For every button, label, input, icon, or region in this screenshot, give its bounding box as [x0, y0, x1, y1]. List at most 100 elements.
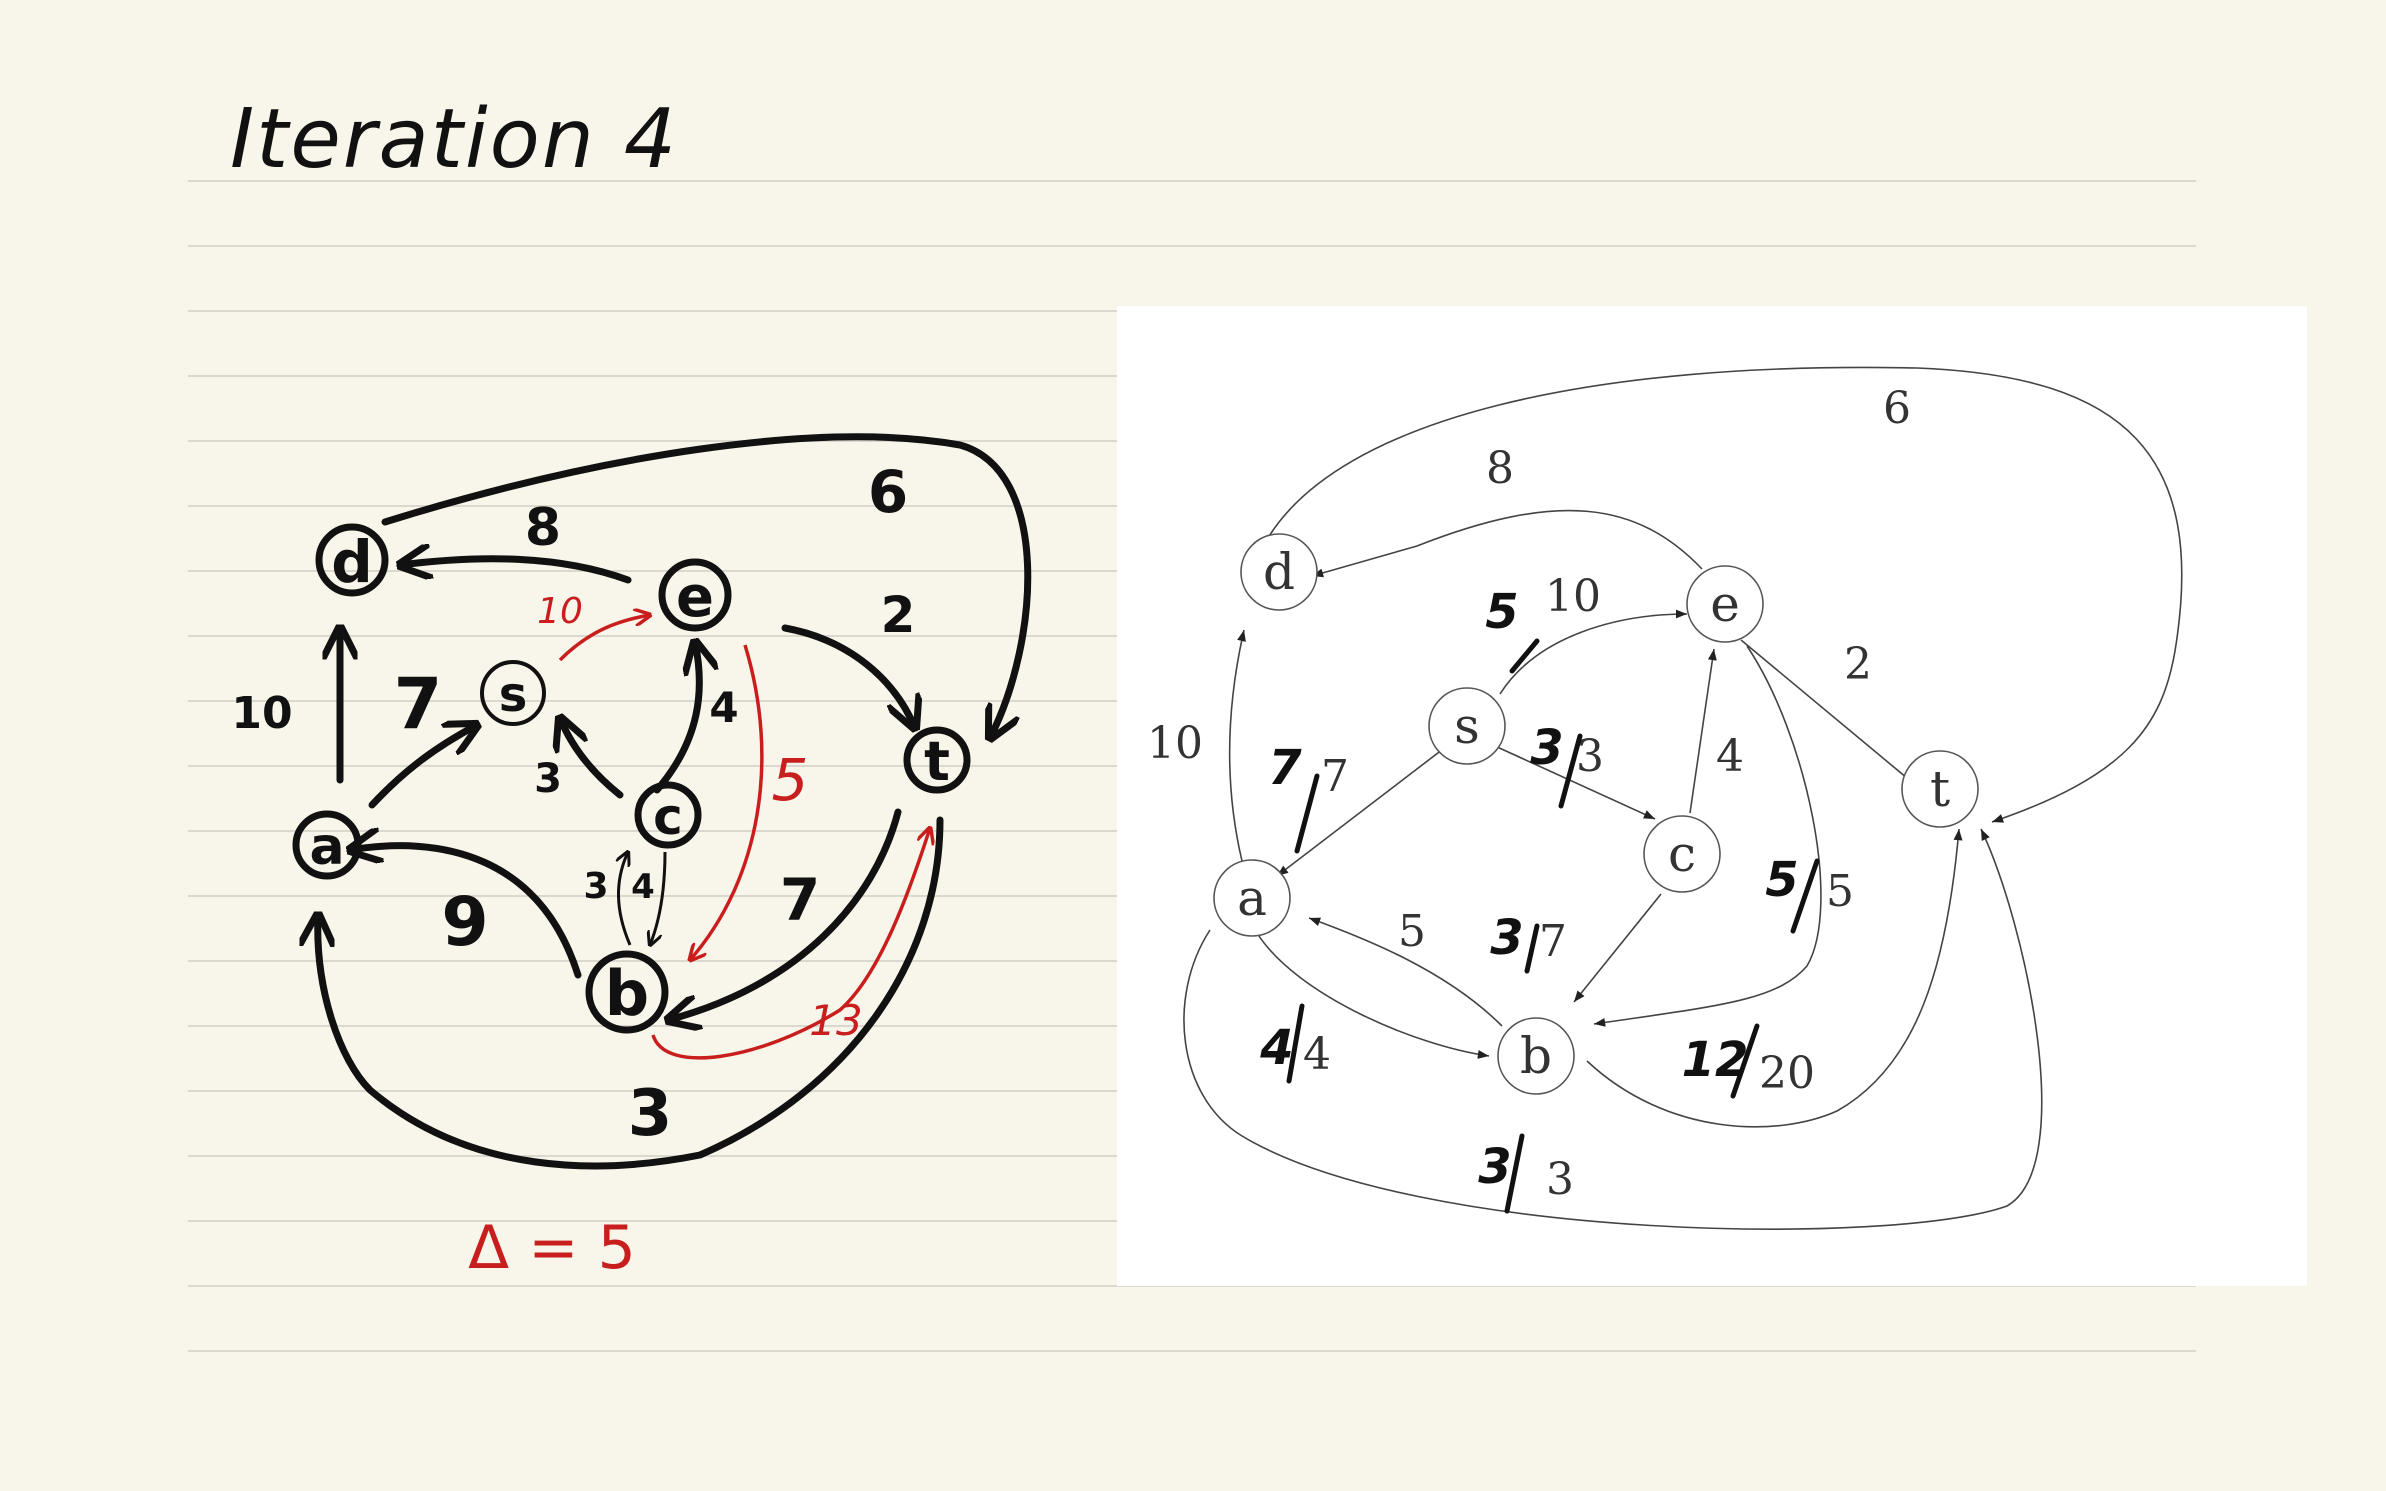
node-t: [1901, 750, 1979, 828]
cap-a-t: 3: [1546, 1154, 1574, 1205]
node-e-label: e: [1710, 575, 1740, 633]
slash-c-b: [1524, 923, 1540, 974]
sketch-edge-b-t: [651, 828, 930, 1060]
sketch-label-b-t: 13: [809, 996, 862, 1045]
sketch-label-e-d: 8: [525, 498, 561, 558]
edge-b-t: [1586, 828, 1963, 1128]
flow-a-t: 3: [1478, 1139, 1511, 1195]
slash-b-t: [1730, 1023, 1760, 1099]
cap-e-d: 8: [1486, 443, 1514, 494]
sketch-edge-c-s: [560, 718, 624, 799]
sketch-node-b-label: b: [605, 957, 649, 1030]
ruled-line: [188, 1285, 2196, 1287]
sketch-node-d: [315, 523, 389, 597]
slash-s-e: [1509, 638, 1540, 674]
edge-c-e: [1689, 648, 1717, 814]
sketch-edge-e-t: [781, 624, 915, 728]
sketch-edge-t-b: [668, 808, 902, 1020]
cap-b-t: 20: [1759, 1048, 1815, 1099]
sketch-edge-a-s: [368, 725, 477, 809]
ruled-line: [188, 245, 2196, 247]
page-title: Iteration 4: [230, 92, 679, 187]
edge-a-t: [1183, 828, 2043, 1230]
cap-c-b: 7: [1539, 916, 1567, 967]
node-b-label: b: [1520, 1027, 1552, 1085]
flow-network-panel: d e s t c a b 6 8 10 2 10 7 3 4 5 5 7 4 …: [1117, 306, 2307, 1286]
node-c: [1643, 815, 1721, 893]
flow-network-graph: d e s t c a b 6 8 10 2 10 7 3 4 5 5 7 4 …: [1147, 366, 2183, 1230]
sketch-node-t-label: t: [924, 730, 950, 793]
slash-a-b: [1286, 1003, 1305, 1084]
node-a: [1213, 859, 1291, 937]
sketch-label-b-c: 3: [583, 866, 608, 907]
sketch-label-c-b: 4: [631, 867, 655, 907]
sketch-label-b-a: 9: [441, 883, 488, 962]
sketch-edge-s-e: [558, 615, 650, 662]
sketch-node-c: [634, 781, 702, 849]
sketch-label-a-d: 10: [231, 688, 292, 739]
sketch-label-a-s: 7: [394, 663, 443, 745]
flow-e-b: 5: [1765, 852, 1798, 908]
edge-e-t: [1740, 639, 1920, 789]
cap-c-e: 4: [1716, 731, 1744, 782]
sketch-node-a: [292, 810, 362, 880]
sketch-node-e: [658, 558, 732, 632]
cap-e-b: 5: [1826, 866, 1854, 917]
cap-d-t: 6: [1883, 383, 1911, 434]
sketch-edge-b-c: [618, 852, 632, 946]
ruled-line: [188, 180, 2196, 182]
cap-a-b: 4: [1303, 1029, 1331, 1080]
sketch-edge-t-a: [318, 816, 944, 1170]
sketch-node-s-label: s: [499, 667, 528, 723]
flow-b-t: 12: [1682, 1032, 1749, 1088]
sketch-edge-e-d: [400, 559, 632, 584]
node-c-label: c: [1668, 825, 1696, 883]
sketch-label-d-t: 6: [868, 458, 908, 526]
cap-s-e: 10: [1545, 571, 1601, 622]
flow-s-e: 5: [1485, 584, 1518, 640]
sketch-node-a-label: a: [309, 817, 344, 877]
node-s-label: s: [1454, 697, 1480, 755]
node-a-label: a: [1237, 869, 1267, 927]
sketch-label-c-s: 3: [534, 756, 562, 802]
sketch-label-c-e: 4: [709, 683, 738, 732]
edge-a-b: [1256, 932, 1490, 1059]
node-d: [1240, 533, 1318, 611]
cap-a-d: 10: [1147, 718, 1203, 769]
node-b: [1497, 1017, 1575, 1095]
sketch-label-s-e: 10: [537, 591, 583, 632]
sketch-node-b: [585, 950, 669, 1034]
sketch-label-e-b: 5: [772, 746, 809, 814]
sketch-label-e-t: 2: [881, 586, 916, 644]
edge-s-a: [1276, 745, 1448, 877]
cap-s-a: 7: [1321, 751, 1349, 802]
delta-label: Δ = 5: [468, 1213, 636, 1283]
node-d-label: d: [1263, 543, 1295, 601]
cap-e-t: 2: [1844, 639, 1872, 690]
slash-e-b: [1790, 858, 1820, 934]
slash-s-c: [1558, 733, 1583, 809]
edge-b-a: [1308, 917, 1503, 1027]
sketch-label-t-b: 7: [780, 866, 820, 934]
sketch-edge-c-e: [653, 642, 699, 794]
sketch-edge-e-b: [690, 644, 764, 960]
sketch-label-t-a: 3: [628, 1077, 673, 1151]
edge-e-d: [1311, 509, 1703, 578]
sketch-node-d-label: d: [331, 528, 373, 596]
residual-graph-sketch: d e s t c a b 6 8 10 2 10 7 4 3 5 3 4 9 …: [231, 433, 1032, 1283]
edge-d-t: [1264, 366, 2183, 823]
sketch-node-s: [480, 660, 546, 726]
cap-b-a: 5: [1398, 906, 1426, 957]
sketch-node-c-label: c: [653, 788, 683, 846]
slash-a-t: [1504, 1133, 1525, 1214]
edge-e-b: [1593, 645, 1822, 1027]
edge-s-c: [1494, 745, 1656, 820]
edge-a-d: [1228, 629, 1246, 862]
sketch-edge-c-b: [650, 851, 667, 945]
sketch-edge-d-t: [381, 433, 1032, 738]
ruled-line: [188, 1350, 2196, 1352]
sketch-node-t: [903, 726, 971, 794]
edge-c-b: [1573, 893, 1662, 1003]
flow-s-a: 7: [1268, 740, 1302, 796]
node-e: [1686, 565, 1764, 643]
